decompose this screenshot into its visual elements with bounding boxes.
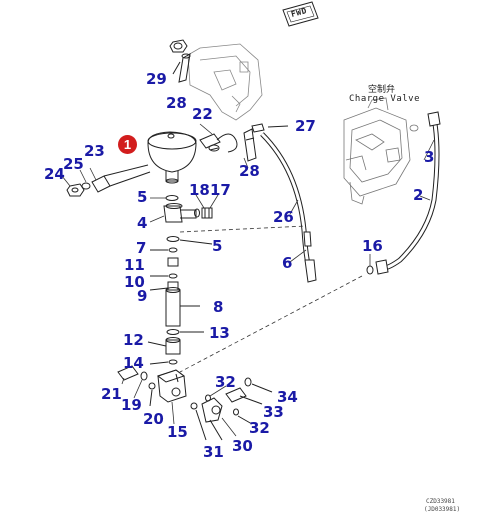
callout-16[interactable]: 16: [362, 237, 383, 255]
part-19-oring: [140, 371, 148, 381]
callout-25[interactable]: 25: [63, 155, 84, 173]
callout-8[interactable]: 8: [213, 298, 224, 316]
part-10-oring: [168, 273, 178, 279]
callout-33[interactable]: 33: [263, 403, 284, 421]
part-11-fitting: [167, 257, 179, 267]
callout-28-mid[interactable]: 28: [239, 162, 260, 180]
callout-2[interactable]: 2: [413, 186, 424, 204]
callout-32-a[interactable]: 32: [215, 373, 236, 391]
part-17-plug: [201, 207, 213, 219]
callout-29[interactable]: 29: [146, 70, 167, 88]
part-4-tee: [163, 203, 197, 223]
part-14-oring: [149, 359, 178, 365]
accumulator-body: [147, 131, 197, 184]
callout-23[interactable]: 23: [84, 142, 105, 160]
part-26-hose: [260, 132, 317, 283]
part-27-plug: [251, 123, 265, 133]
callout-22[interactable]: 22: [192, 105, 213, 123]
reference-lines: [179, 225, 363, 373]
part-20-oring: [148, 382, 156, 407]
part-5-oring-top: [165, 195, 179, 201]
part-34-oring: [244, 377, 273, 393]
callout-27[interactable]: 27: [295, 117, 316, 135]
fwd-arrow-icon: [282, 1, 319, 27]
part-31-oring: [190, 402, 207, 441]
callout-11[interactable]: 11: [124, 256, 145, 274]
callout-18[interactable]: 18: [189, 181, 210, 199]
part-22-fitting: [199, 133, 238, 153]
part-33-connector: [225, 387, 263, 405]
part-25-washer: [81, 182, 91, 190]
callout-34[interactable]: 34: [277, 388, 298, 406]
callout-28-top[interactable]: 28: [166, 94, 187, 112]
part-32-oring-b: [233, 408, 253, 425]
callout-9[interactable]: 9: [137, 287, 148, 305]
callout-24[interactable]: 24: [44, 165, 65, 183]
callout-21[interactable]: 21: [101, 385, 122, 403]
callout-26[interactable]: 26: [273, 208, 294, 226]
callout-20[interactable]: 20: [143, 410, 164, 428]
part-5-oring-mid: [166, 236, 180, 242]
part-30-elbow: [201, 397, 223, 423]
part-21-elbow: [117, 365, 139, 381]
charge-valve-label-jp: 空制弁: [368, 85, 396, 95]
callout-19[interactable]: 19: [121, 396, 142, 414]
callout-32-b[interactable]: 32: [249, 419, 270, 437]
frame-bracket: [187, 43, 263, 121]
leader-lines: [61, 123, 435, 437]
part-15-block: [156, 369, 187, 403]
callout-3[interactable]: 3: [424, 148, 435, 166]
figure-code: CZD33981: [426, 498, 455, 505]
figure-code-sub: (JD033981): [424, 506, 461, 513]
part-23-bracket: [91, 164, 151, 193]
callout-5-top[interactable]: 5: [137, 188, 148, 206]
callout-15[interactable]: 15: [167, 423, 188, 441]
callout-31[interactable]: 31: [203, 443, 224, 461]
part-28-bolt-mid: [243, 128, 257, 162]
part-2-hose: [375, 111, 441, 275]
part-32-oring-a: [205, 394, 211, 402]
callout-10[interactable]: 10: [124, 273, 145, 291]
callout-17[interactable]: 17: [210, 181, 231, 199]
highlight-badge-part-1[interactable]: 1: [118, 135, 137, 154]
callout-13[interactable]: 13: [209, 324, 230, 342]
charge-valve-drawing: [343, 97, 419, 205]
part-8-pipe: [165, 287, 200, 327]
part-28-bolt-top: [178, 53, 191, 83]
part-18-oring: [194, 208, 200, 218]
charge-valve-label-en: Charge Valve: [349, 94, 421, 104]
callout-14[interactable]: 14: [123, 354, 144, 372]
callout-7[interactable]: 7: [136, 239, 147, 257]
part-29-nut: [169, 39, 188, 53]
part-7-oring: [168, 247, 178, 253]
callout-5-mid[interactable]: 5: [212, 237, 223, 255]
callout-4[interactable]: 4: [137, 214, 148, 232]
part-12-adapter: [147, 337, 181, 355]
part-24-nut: [66, 183, 85, 197]
callout-30[interactable]: 30: [232, 437, 253, 455]
callout-12[interactable]: 12: [123, 331, 144, 349]
part-13-oring: [166, 329, 204, 335]
callout-6[interactable]: 6: [282, 254, 293, 272]
part-16-oring: [366, 265, 374, 275]
